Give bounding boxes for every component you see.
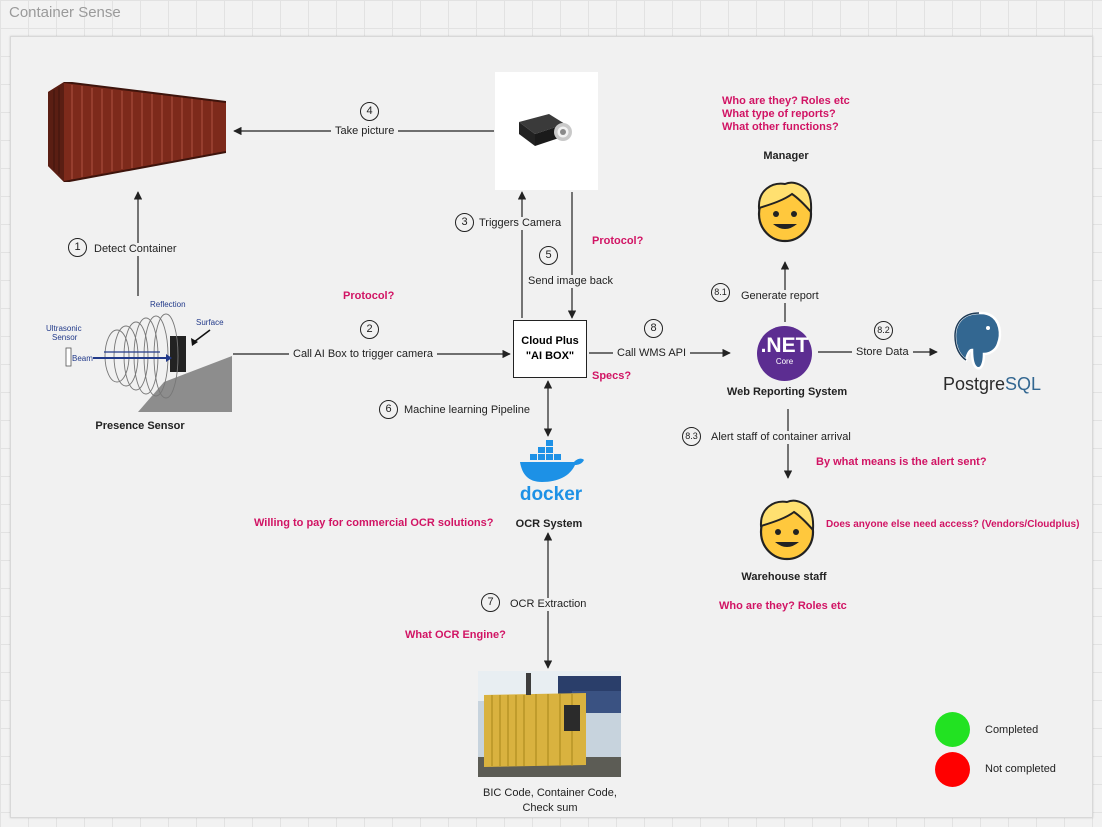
sensor-beam-label: Beam xyxy=(72,354,93,363)
step-8-3-number: 8.3 xyxy=(682,427,701,446)
postgres-text-a: Postgre xyxy=(943,374,1006,394)
question-protocol-camera: Protocol? xyxy=(592,235,644,247)
step-6-label: Machine learning Pipeline xyxy=(400,404,534,417)
ocr-system-label: OCR System xyxy=(515,518,583,530)
step-4-label: Take picture xyxy=(331,125,399,138)
ai-box-node[interactable]: Cloud Plus "AI BOX" xyxy=(513,320,587,378)
presence-sensor-label: Presence Sensor xyxy=(95,420,185,432)
camera-icon xyxy=(519,114,572,146)
step-8-label: Call WMS API xyxy=(613,347,691,360)
dotnet-logo-main: .NET xyxy=(760,334,809,357)
docker-logo-text: docker xyxy=(520,484,583,505)
ocr-output-line2: Check sum xyxy=(522,802,578,814)
shipping-container-icon xyxy=(48,82,226,182)
warehouse-staff-avatar-icon xyxy=(759,499,815,561)
postgresql-logo-text: PostgreSQL xyxy=(943,374,1041,394)
postgres-text-b: SQL xyxy=(1005,374,1042,394)
step-8-2-number: 8.2 xyxy=(874,321,893,340)
question-commercial-ocr: Willing to pay for commercial OCR soluti… xyxy=(254,517,494,529)
web-reporting-label: Web Reporting System xyxy=(726,386,848,398)
sensor-surface-label: Surface xyxy=(196,318,224,327)
dotnet-core-logo-icon: .NET Core xyxy=(757,326,812,381)
postgresql-elephant-icon xyxy=(953,311,1002,370)
container-yard-photo xyxy=(478,671,621,777)
manager-questions: Who are they? Roles etc What type of rep… xyxy=(722,95,850,134)
ocr-output-line1: BIC Code, Container Code, xyxy=(483,787,617,799)
step-1-number: 1 xyxy=(68,238,87,257)
question-specs: Specs? xyxy=(592,370,632,382)
step-3-label: Triggers Camera xyxy=(475,217,566,230)
step-1-label: Detect Container xyxy=(90,243,181,256)
legend-completed-label: Completed xyxy=(985,724,1039,736)
question-protocol-sensor: Protocol? xyxy=(343,290,395,302)
step-8-number: 8 xyxy=(644,319,663,338)
manager-avatar-icon xyxy=(757,181,813,243)
manager-question-1: Who are they? Roles etc xyxy=(722,95,850,107)
step-8-3-label: Alert staff of container arrival xyxy=(707,431,855,444)
step-6-number: 6 xyxy=(379,400,398,419)
manager-question-3: What other functions? xyxy=(722,121,839,133)
dotnet-logo-sub: Core xyxy=(775,357,794,366)
ai-box-line2: "AI BOX" xyxy=(525,350,575,362)
question-alert-means: By what means is the alert sent? xyxy=(816,456,987,468)
ocr-output-label: BIC Code, Container Code, Check sum xyxy=(483,786,617,816)
legend-not-completed-dot xyxy=(935,752,970,787)
step-3-number: 3 xyxy=(455,213,474,232)
step-8-1-label: Generate report xyxy=(737,290,823,303)
board-title: Container Sense xyxy=(9,4,121,21)
step-2-label: Call AI Box to trigger camera xyxy=(289,348,438,361)
question-access: Does anyone else need access? (Vendors/C… xyxy=(826,519,1080,530)
manager-label: Manager xyxy=(763,150,809,162)
manager-question-2: What type of reports? xyxy=(722,108,836,120)
ai-box-line1: Cloud Plus xyxy=(521,335,579,347)
step-8-1-number: 8.1 xyxy=(711,283,730,302)
docker-logo-icon: docker xyxy=(520,440,584,505)
legend-completed-dot xyxy=(935,712,970,747)
warehouse-staff-label: Warehouse staff xyxy=(741,571,827,583)
question-ocr-engine: What OCR Engine? xyxy=(405,629,506,641)
camera-card xyxy=(495,72,598,190)
question-staff-roles: Who are they? Roles etc xyxy=(719,600,847,612)
sensor-reflection-label: Reflection xyxy=(150,300,186,309)
step-5-label: Send image back xyxy=(524,275,617,288)
step-5-number: 5 xyxy=(539,246,558,265)
legend-not-completed-label: Not completed xyxy=(985,763,1056,775)
step-7-label: OCR Extraction xyxy=(506,598,591,611)
step-7-number: 7 xyxy=(481,593,500,612)
step-2-number: 2 xyxy=(360,320,379,339)
step-4-number: 4 xyxy=(360,102,379,121)
step-8-2-label: Store Data xyxy=(852,346,913,359)
